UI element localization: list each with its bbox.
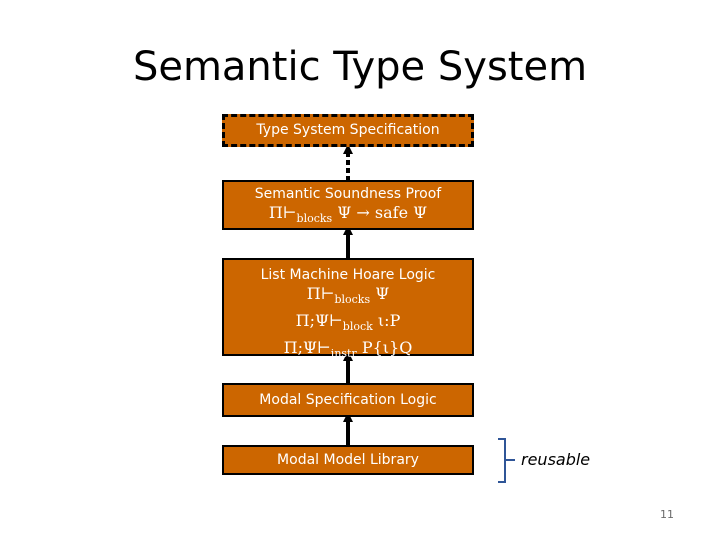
hoare-line2-post: ι:P [372, 311, 401, 330]
box-spec-label: Type System Specification [256, 122, 440, 138]
hoare-line1-pre: Π⊢ [306, 284, 335, 303]
reusable-bracket [498, 438, 515, 483]
box-model-library-label: Modal Model Library [277, 452, 419, 468]
hoare-line3-pre: Π;Ψ⊢ [283, 338, 331, 357]
hoare-line3-sub: instr [330, 347, 357, 360]
hoare-line2-pre: Π;Ψ⊢ [295, 311, 343, 330]
soundness-formula: Π⊢blocks Ψ → safe Ψ [224, 202, 472, 229]
box-modal-logic-label: Modal Specification Logic [259, 392, 437, 408]
hoare-formula-3: Π;Ψ⊢instr P{ι}Q [224, 337, 472, 364]
hoare-formula-2: Π;Ψ⊢block ι:P [224, 310, 472, 337]
soundness-formula-pi: Π⊢ [268, 203, 297, 222]
box-modal-spec-logic: Modal Specification Logic [222, 383, 474, 417]
box-type-system-spec: Type System Specification [222, 114, 474, 147]
hoare-line1-post: Ψ [370, 284, 390, 303]
soundness-formula-rest: Ψ → safe Ψ [332, 203, 428, 222]
slide-title: Semantic Type System [132, 44, 588, 90]
hoare-line2-sub: block [342, 320, 373, 333]
box-modal-model-library: Modal Model Library [222, 445, 474, 475]
page-number: 11 [660, 508, 674, 521]
hoare-formula-1: Π⊢blocks Ψ [224, 283, 472, 310]
hoare-line1-sub: blocks [334, 293, 371, 306]
box-hoare-label: List Machine Hoare Logic [260, 267, 436, 283]
box-hoare-logic: List Machine Hoare Logic Π⊢blocks Ψ Π;Ψ⊢… [222, 258, 474, 360]
box-semantic-soundness: Semantic Soundness Proof Π⊢blocks Ψ → sa… [222, 180, 474, 230]
box-soundness-label: Semantic Soundness Proof [254, 186, 442, 202]
reusable-label: reusable [521, 450, 591, 469]
soundness-formula-sub: blocks [296, 212, 333, 225]
hoare-line3-post: P{ι}Q [356, 338, 413, 357]
